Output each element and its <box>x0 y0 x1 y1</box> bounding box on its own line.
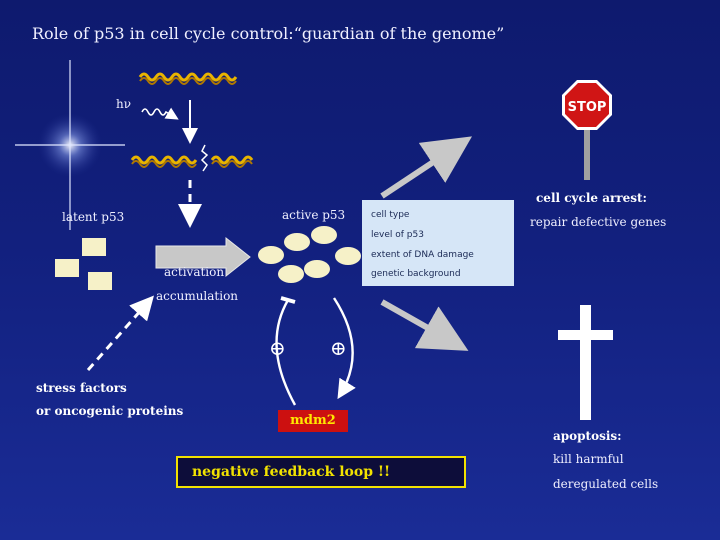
factor-item: level of p53 <box>371 230 424 240</box>
dna-strand-damaged-icon <box>132 145 252 171</box>
latent-p53-label: latent p53 <box>62 210 124 224</box>
minus-symbol: ⊖ <box>269 336 286 360</box>
stress-label-line2: or oncogenic proteins <box>36 404 183 418</box>
apoptosis-line1: kill harmful <box>553 452 624 466</box>
stop-sign-text: STOP <box>568 100 607 115</box>
dna-strand-top-icon <box>140 74 236 84</box>
arrest-arrow <box>382 143 462 196</box>
factor-item: extent of DNA damage <box>371 250 474 260</box>
latent-p53-squares <box>55 238 112 290</box>
cross-icon <box>558 305 613 420</box>
factors-box: cell type level of p53 extent of DNA dam… <box>362 200 514 286</box>
feedback-loop-box: negative feedback loop !! <box>176 456 466 488</box>
accumulation-label: accumulation <box>156 289 238 303</box>
arrest-text: repair defective genes <box>530 215 666 229</box>
active-p53-label: active p53 <box>282 208 345 222</box>
mdm2-box: mdm2 <box>278 410 348 432</box>
activation-label: activation <box>164 265 224 279</box>
page-title: Role of p53 in cell cycle control:“guard… <box>32 24 504 43</box>
apoptosis-line2: deregulated cells <box>553 477 658 491</box>
stress-dashed-arrow <box>88 300 150 370</box>
factor-item: cell type <box>371 210 409 220</box>
plus-symbol: ⊕ <box>330 336 347 360</box>
stop-sign-icon: STOP <box>562 80 612 180</box>
arrest-title: cell cycle arrest: <box>536 191 647 205</box>
apoptosis-arrow <box>382 302 458 345</box>
light-flare-icon <box>15 60 125 230</box>
stress-label-line1: stress factors <box>36 381 127 395</box>
photon-arrow-icon <box>142 109 176 118</box>
apoptosis-title: apoptosis: <box>553 429 622 443</box>
active-p53-ellipses <box>258 226 361 283</box>
factor-item: genetic background <box>371 269 461 279</box>
inhibition-bar <box>281 298 295 302</box>
hv-label: hν <box>116 97 131 111</box>
